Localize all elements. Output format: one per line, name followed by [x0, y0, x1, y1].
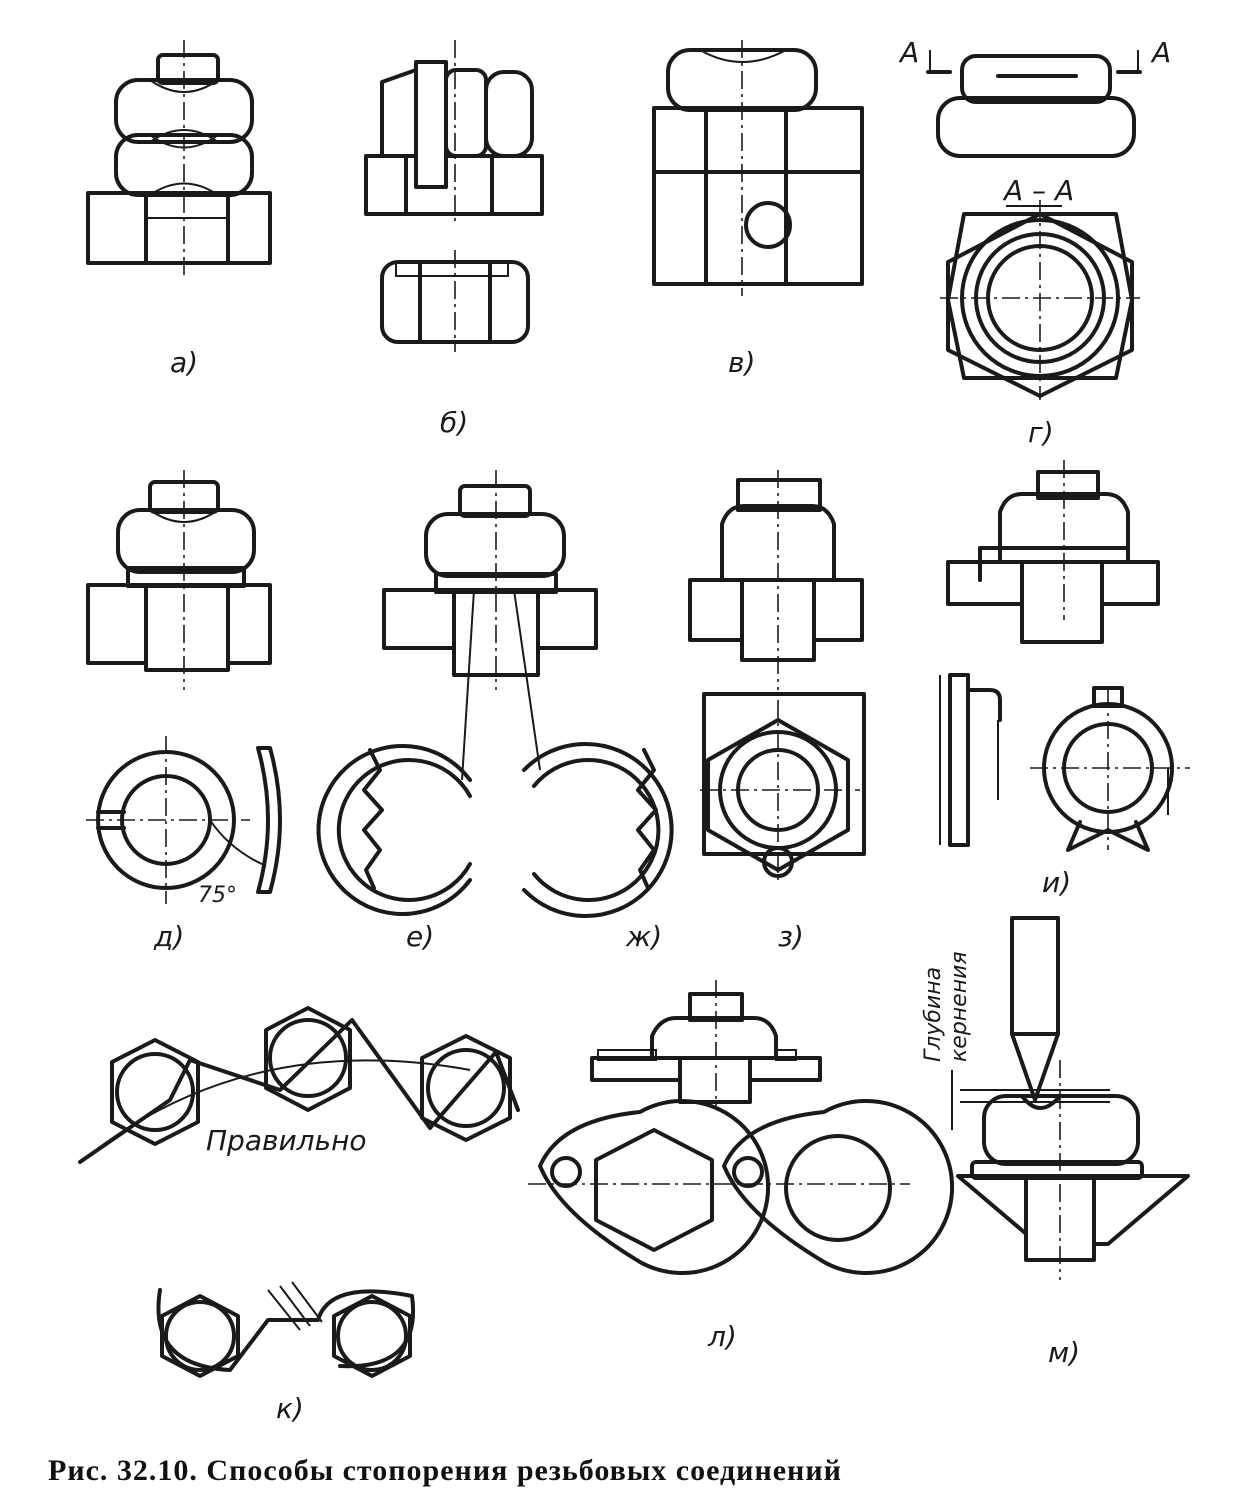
- label-m: м): [1048, 1336, 1080, 1369]
- panel-l-lock-plates: [528, 980, 954, 1275]
- panel-e-tooth-washers: [316, 470, 674, 918]
- label-d: д): [153, 920, 184, 953]
- panel-v-insert-nut: [652, 40, 864, 296]
- panel-d-spring-washer: 75°: [86, 470, 282, 908]
- label-i: и): [1042, 866, 1071, 899]
- depth-label-line2: кернения: [947, 951, 972, 1062]
- label-e: е): [406, 920, 434, 953]
- panel-i-tab-washer: [939, 460, 1190, 852]
- panel-k-wire-locking: Правильно: [78, 1006, 520, 1378]
- section-label: А – А: [1002, 174, 1074, 207]
- panel-a-double-nut: [86, 40, 272, 278]
- label-v: в): [728, 346, 755, 379]
- panel-m-center-punch: Глубина кернения: [921, 916, 1190, 1280]
- label-g: г): [1028, 416, 1054, 449]
- label-a: а): [170, 346, 198, 379]
- panel-b-split-nut: [364, 40, 544, 352]
- panel-z-castle-nut: [688, 470, 866, 880]
- label-k: к): [276, 1392, 304, 1425]
- section-mark-right: А: [1150, 36, 1171, 69]
- panel-labels: а) б) в) г) д) е) ж) з) и) к) л) м): [153, 346, 1080, 1425]
- figure-caption: Рис. 32.10. Способы стопорения резьбовых…: [48, 1454, 842, 1487]
- label-z: з): [778, 920, 804, 953]
- panel-g-section-nut: А А А – А: [898, 36, 1171, 400]
- depth-label-line1: Глубина: [921, 967, 946, 1062]
- label-b: б): [440, 406, 468, 439]
- angle-label: 75°: [198, 883, 237, 908]
- section-mark-left: А: [898, 36, 919, 69]
- label-l: л): [707, 1320, 737, 1353]
- correct-label: Правильно: [206, 1124, 367, 1157]
- label-zh: ж): [625, 920, 662, 953]
